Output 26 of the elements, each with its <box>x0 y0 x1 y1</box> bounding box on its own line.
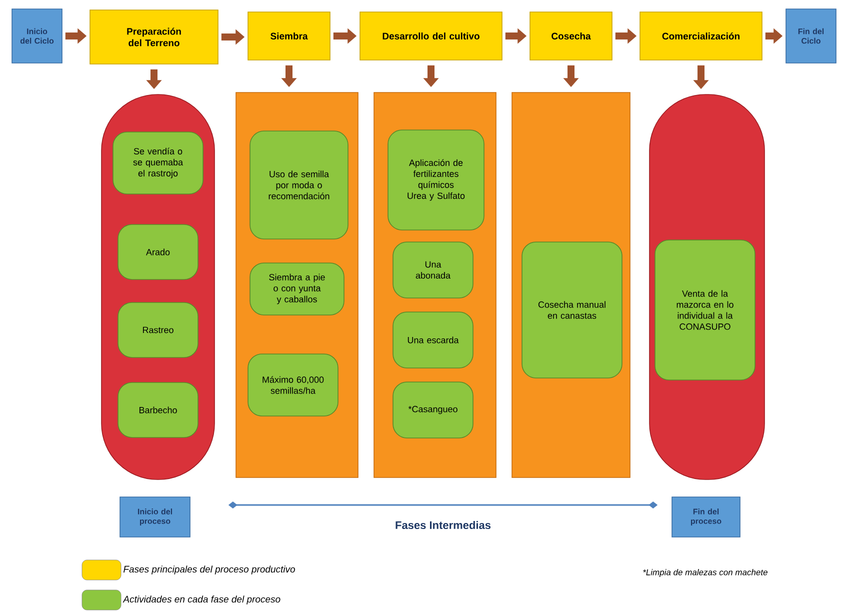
legend-text: Actividades en cada fase del proceso <box>122 596 280 604</box>
step-box: Fin del proceso <box>672 496 740 538</box>
activity-box: Se vendía o se quemaba el rastrojo <box>112 132 204 194</box>
phase-box: Cosecha <box>530 12 612 60</box>
phase-box: Desarrollo del cultivo <box>360 12 502 60</box>
activity-box: *Casangueo <box>392 382 474 438</box>
phase-box: Preparación del Terreno <box>90 10 218 64</box>
legend-text: Fases principales del proceso productivo <box>124 566 296 574</box>
activity-box: Aplicación de fertilizantes químicos Urea y Sulfato <box>388 130 484 230</box>
activity-box: Barbecho <box>118 382 198 438</box>
activity-box: Una abonada <box>392 242 474 298</box>
step-box: Inicio del Ciclo <box>12 8 62 64</box>
phase-box: Siembra <box>248 12 330 60</box>
step-box: Fin del Ciclo <box>786 8 836 64</box>
activity-box: Rastreo <box>118 302 198 358</box>
step-box: Inicio del proceso <box>120 496 190 538</box>
activity-box: Una escarda <box>392 312 474 368</box>
phase-box: Comercialización <box>640 12 762 60</box>
activity-box: Arado <box>118 224 198 280</box>
activity-box: Uso de semilla por moda o recomendación <box>250 130 348 240</box>
activity-box: Cosecha manual en canastas <box>522 242 622 378</box>
footnote: *Limpia de malezas con machete <box>643 569 768 577</box>
activity-box: Venta de la mazorca en lo individual a la CONASUPO <box>654 240 756 380</box>
activity-box: Máximo 60,000 semillas/ha <box>248 354 338 416</box>
activity-box: Siembra a pie o con yunta y caballos <box>250 262 344 316</box>
edge-label: Fases Intermedias <box>396 520 491 530</box>
